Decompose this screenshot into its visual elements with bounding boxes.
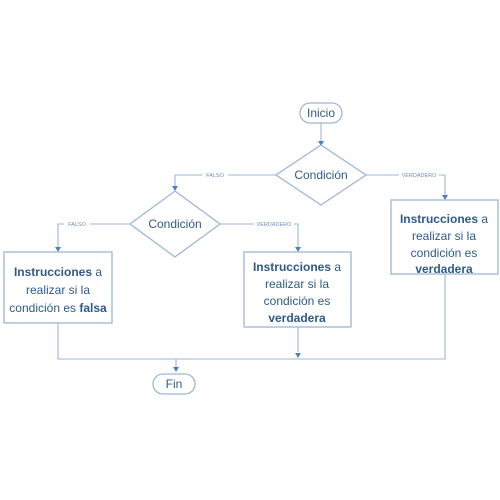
arrowhead-sub-true-box xyxy=(295,247,301,252)
connector-sub-false xyxy=(57,223,130,251)
sub-true-box-line1: Instrucciones a xyxy=(253,260,341,274)
arrowhead-sub-condition xyxy=(172,186,178,191)
arrowhead-condition xyxy=(318,141,324,146)
edge-label-main-true: VERDADERO xyxy=(402,173,438,179)
false-instructions-box xyxy=(3,251,113,324)
sub-true-instructions-box xyxy=(243,251,352,328)
end-label: Fin xyxy=(166,377,183,391)
connector-merge xyxy=(57,274,446,360)
arrowhead-merge xyxy=(295,353,301,358)
arrowhead-false-box xyxy=(55,247,61,252)
arrowhead-main-true-box xyxy=(442,195,448,200)
main-true-box-line3: condición es xyxy=(411,246,478,260)
arrowheads xyxy=(55,141,448,372)
connectors xyxy=(57,123,446,369)
end-terminator xyxy=(152,373,196,395)
sub-true-box-line2: realizar si la xyxy=(265,277,329,291)
false-box-line3: condición es falsa xyxy=(9,301,107,315)
main-true-box-line2: realizar si la xyxy=(412,229,476,243)
sub-true-box-line3: condición es xyxy=(264,294,331,308)
start-label: Inicio xyxy=(307,106,335,120)
main-true-instructions-box xyxy=(390,199,499,275)
arrowhead-end xyxy=(173,367,179,372)
edge-label-main-false: FALSO xyxy=(206,173,224,179)
decision-sub xyxy=(128,190,222,258)
connector-main-false xyxy=(174,174,276,190)
connector-main-true xyxy=(366,174,446,199)
sub-true-box-line4: verdadera xyxy=(268,311,326,325)
main-true-box-line4: verdadera xyxy=(415,262,473,276)
decision-sub-label: Condición xyxy=(148,217,201,231)
edge-label-sub-true: VERDADERO xyxy=(257,222,293,228)
false-box-line2: realizar si la xyxy=(26,283,90,297)
main-true-box-line1: Instrucciones a xyxy=(400,212,488,226)
connector-sub-true xyxy=(220,223,299,251)
decision-main-label: Condición xyxy=(294,168,347,182)
edge-label-sub-false: FALSO xyxy=(68,222,86,228)
decision-main xyxy=(274,144,368,206)
start-terminator xyxy=(299,102,343,124)
false-box-line1: Instrucciones a xyxy=(14,265,102,279)
